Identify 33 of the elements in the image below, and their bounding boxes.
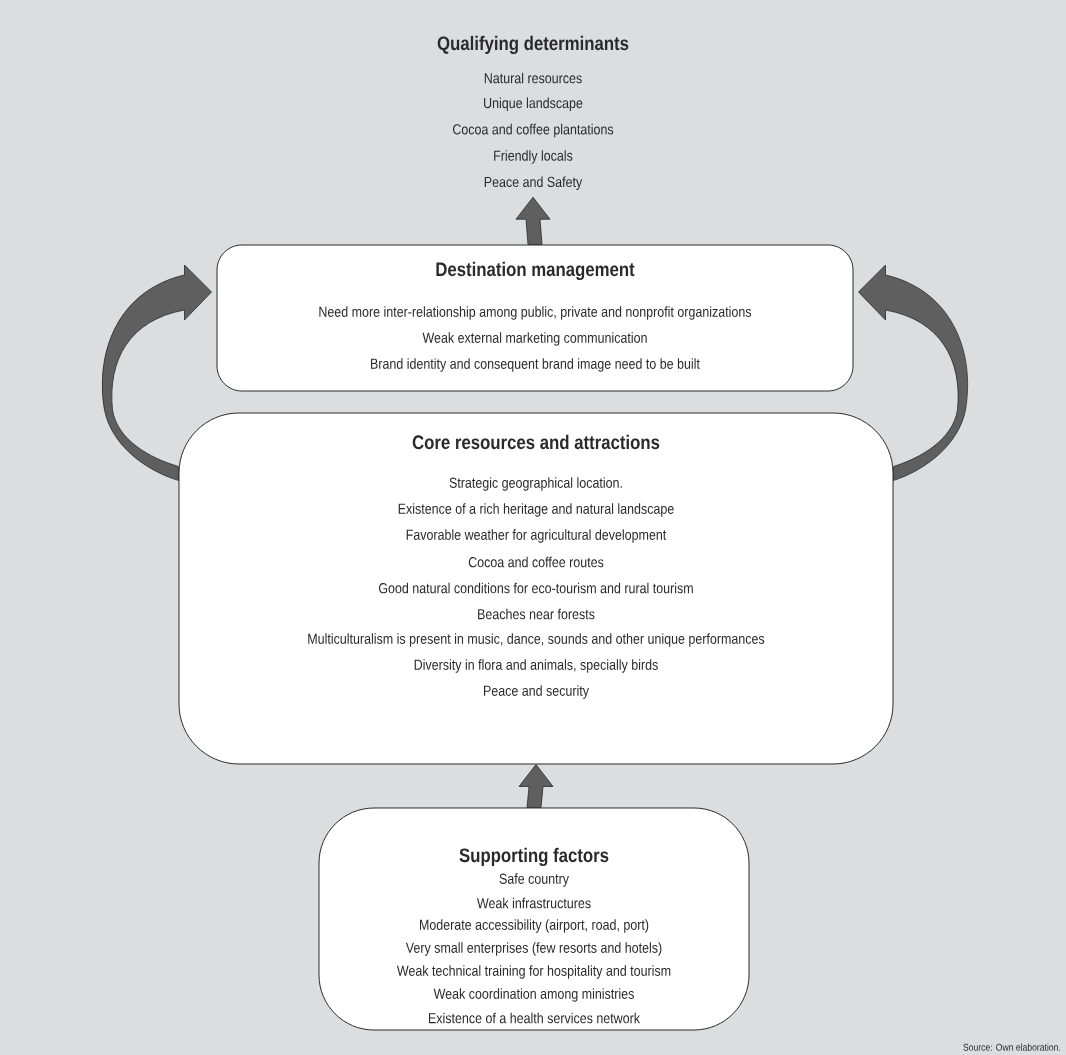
block-arrow (518, 764, 554, 808)
list-item: Multiculturalism is present in music, dance, sounds and other unique performances (308, 633, 765, 647)
list-item: Good natural conditions for eco-tourism and rural tourism (378, 582, 693, 594)
heading: Destination management (436, 261, 635, 281)
block-arrow (515, 196, 551, 245)
source-note: Source: Own elaboration. (963, 1043, 1060, 1051)
list-item: Beaches near forests (478, 608, 595, 620)
list-item: Strategic geographical location. (449, 477, 622, 491)
list-item: Weak infrastructures (477, 897, 591, 909)
heading: Core resources and attractions (412, 434, 660, 450)
list-item: Weak technical training for hospitality and tourism (396, 965, 671, 979)
list-item: Brand identity and consequent brand image need to be built (371, 358, 700, 372)
list-item: Existence of a health services network (429, 1012, 641, 1024)
curved-arrow (102, 264, 212, 481)
list-item: Peace and security (484, 685, 589, 699)
list-item: Safe country (499, 873, 569, 887)
list-item: Peace and Safety (484, 176, 583, 190)
heading: Qualifying determinants (437, 35, 629, 55)
list-item: Very small enterprises (few resorts and hotels) (405, 942, 662, 956)
list-item: Favorable weather for agricultural development (406, 529, 667, 543)
list-item: Moderate accessibility (airport, road, port) (420, 919, 649, 933)
list-item: Unique landscape (484, 97, 583, 112)
list-item: Weak external marketing communication (422, 332, 647, 346)
heading: Supporting factors (459, 847, 609, 867)
list-item: Diversity in flora and animals, specially birds (414, 659, 658, 673)
list-item: Cocoa and coffee plantations (453, 123, 614, 138)
list-item: Natural resources (484, 72, 582, 84)
list-item: Cocoa and coffee routes (468, 556, 604, 568)
list-item: Existence of a rich heritage and natural landscape (398, 503, 674, 517)
list-item: Friendly locals (494, 150, 573, 164)
curved-arrow (858, 264, 968, 481)
list-item: Weak coordination among ministries (433, 988, 634, 1002)
list-item: Need more inter-relationship among public, private and nonprofit organizations (319, 306, 752, 320)
